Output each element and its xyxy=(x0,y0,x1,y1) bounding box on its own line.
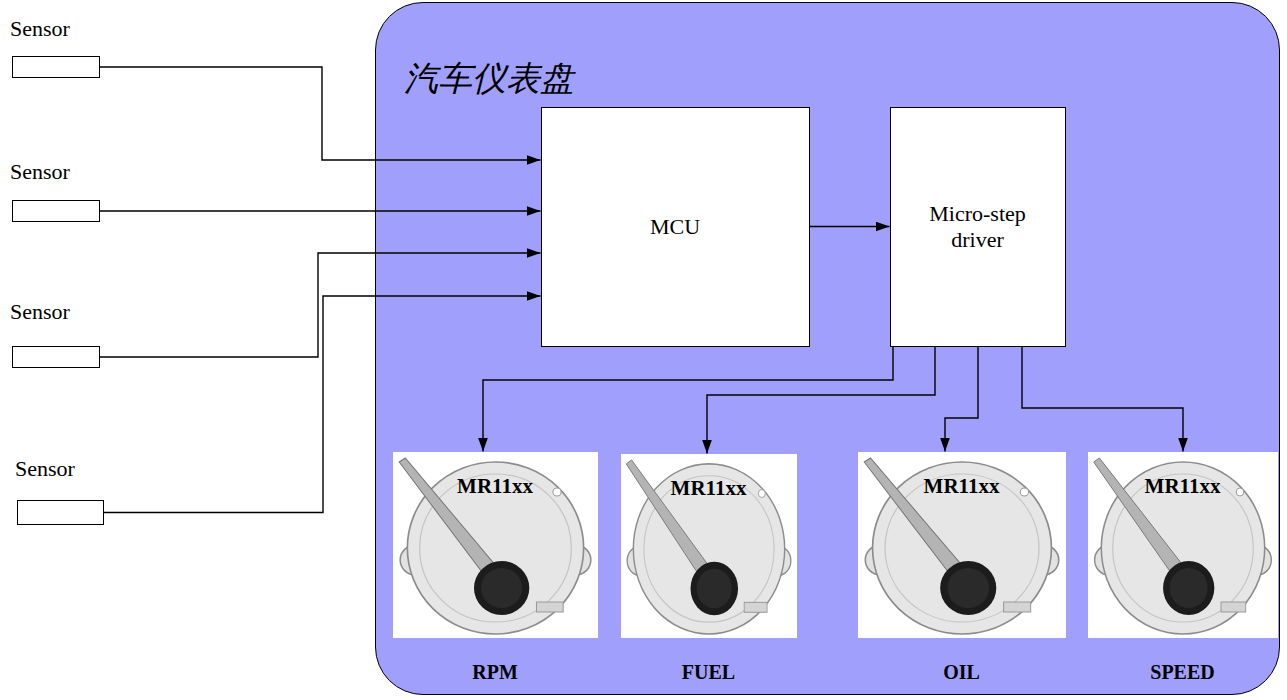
motor-model: MR11xx xyxy=(457,474,533,498)
signal-arrow xyxy=(100,210,541,211)
gauge-label: RPM xyxy=(472,661,518,683)
mcu-box: MCU xyxy=(541,107,810,347)
sensor-label: Sensor xyxy=(10,301,70,323)
gauge-label: SPEED xyxy=(1150,661,1214,683)
gauge-picture: MR11xx xyxy=(393,452,598,638)
sensor-box xyxy=(12,200,100,222)
dashboard-panel: 汽车仪表盘MCUMicro-step driverMR11xxRPMMR11xx… xyxy=(375,2,1280,695)
stepper-motor-art xyxy=(626,459,791,633)
stepper-gauge: MR11xxOIL xyxy=(858,452,1066,683)
driver-box: Micro-step driver xyxy=(890,107,1066,347)
stepper-motor-art xyxy=(864,458,1058,634)
sensor: Sensor xyxy=(10,161,100,222)
motor-model: MR11xx xyxy=(924,474,1000,498)
sensor-box xyxy=(12,56,100,78)
gauge-label: FUEL xyxy=(682,661,735,683)
gauge-picture: MR11xx xyxy=(1088,452,1278,638)
gauge-label: OIL xyxy=(943,661,980,683)
stepper-motor-art xyxy=(1093,458,1271,634)
sensor: Sensor xyxy=(10,18,100,78)
signal-arrow xyxy=(1022,347,1183,452)
sensor: Sensor xyxy=(10,301,100,368)
motor-model: MR11xx xyxy=(671,476,747,500)
stepper-motor-art xyxy=(399,458,591,634)
motor-model: MR11xx xyxy=(1145,474,1221,498)
sensor-box xyxy=(12,346,100,368)
sensor-label: Sensor xyxy=(15,458,75,480)
signal-arrow xyxy=(100,253,541,357)
block-label: MCU xyxy=(650,214,700,240)
panel-title: 汽车仪表盘 xyxy=(404,59,574,99)
signal-arrow xyxy=(104,296,541,513)
signal-arrow xyxy=(100,67,541,160)
signal-arrow xyxy=(810,226,890,227)
signal-arrow xyxy=(707,347,935,454)
sensor-label: Sensor xyxy=(10,18,70,40)
sensor-box xyxy=(17,500,104,525)
sensor-label: Sensor xyxy=(10,161,70,183)
gauge-picture: MR11xx xyxy=(621,454,797,638)
stepper-gauge: MR11xxSPEED xyxy=(1088,452,1278,683)
stepper-gauge: MR11xxRPM xyxy=(393,452,598,683)
sensor: Sensor xyxy=(15,458,104,525)
signal-arrow xyxy=(483,347,893,452)
block-label: Micro-step driver xyxy=(915,201,1041,253)
gauge-picture: MR11xx xyxy=(858,452,1066,638)
signal-arrow xyxy=(945,347,978,452)
stepper-gauge: MR11xxFUEL xyxy=(621,454,797,683)
